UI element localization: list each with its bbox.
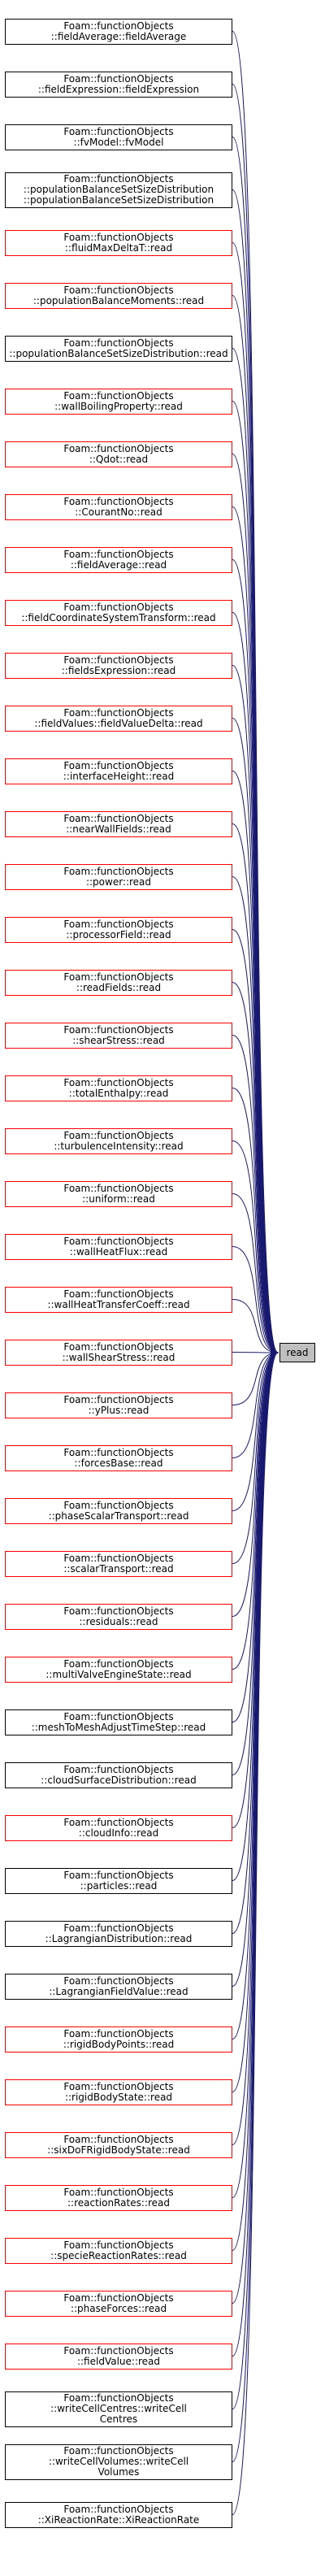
call-edge <box>232 1349 279 1458</box>
call-edge <box>232 1349 279 1564</box>
caller-node[interactable]: Foam::functionObjects ::populationBalanc… <box>5 172 232 208</box>
caller-node[interactable]: Foam::functionObjects ::wallHeatTransfer… <box>5 1286 232 1313</box>
caller-node[interactable]: Foam::functionObjects ::readFields::read <box>5 969 232 996</box>
caller-node[interactable]: Foam::functionObjects ::scalarTransport:… <box>5 1550 232 1577</box>
caller-node[interactable]: Foam::functionObjects ::specieReactionRa… <box>5 2237 232 2264</box>
caller-node[interactable]: Foam::functionObjects ::CourantNo::read <box>5 493 232 520</box>
call-edge <box>232 1349 279 1670</box>
call-edge <box>232 1349 279 1775</box>
caller-node[interactable]: Foam::functionObjects ::writeCellVolumes… <box>5 2444 232 2480</box>
call-edge <box>232 771 279 1356</box>
caller-node[interactable]: Foam::functionObjects ::cloudInfo::read <box>5 1814 232 1841</box>
call-edge <box>232 1299 279 1356</box>
caller-node[interactable]: Foam::functionObjects ::uniform::read <box>5 1180 232 1207</box>
call-edge <box>232 1349 279 1881</box>
caller-node[interactable]: Foam::functionObjects ::wallBoilingPrope… <box>5 388 232 415</box>
caller-node[interactable]: Foam::functionObjects ::forcesBase::read <box>5 1444 232 1471</box>
call-edge <box>232 1349 279 1405</box>
caller-node[interactable]: Foam::functionObjects ::cloudSurfaceDist… <box>5 1761 232 1788</box>
caller-node[interactable]: Foam::functionObjects ::fieldAverage::fi… <box>5 18 232 45</box>
call-edge <box>232 876 279 1356</box>
caller-node[interactable]: Foam::functionObjects ::fieldValues::fie… <box>5 705 232 732</box>
caller-node[interactable]: Foam::functionObjects ::meshToMeshAdjust… <box>5 1709 232 1735</box>
caller-node[interactable]: Foam::functionObjects ::shearStress::rea… <box>5 1022 232 1049</box>
call-edge <box>232 1349 279 1511</box>
caller-node[interactable]: Foam::functionObjects ::reactionRates::r… <box>5 2184 232 2211</box>
call-edge <box>232 1140 279 1356</box>
caller-node[interactable]: Foam::functionObjects ::LagrangianDistri… <box>5 1920 232 1947</box>
caller-node[interactable]: Foam::functionObjects ::residuals::read <box>5 1603 232 1630</box>
call-edge <box>232 1349 279 1828</box>
caller-node[interactable]: Foam::functionObjects ::rigidBodyState::… <box>5 2079 232 2105</box>
caller-node[interactable]: Foam::functionObjects ::interfaceHeight:… <box>5 758 232 784</box>
caller-node[interactable]: Foam::functionObjects ::Qdot::read <box>5 441 232 467</box>
caller-node[interactable]: Foam::functionObjects ::XiReactionRate::… <box>5 2501 232 2528</box>
caller-node[interactable]: Foam::functionObjects ::turbulenceIntens… <box>5 1127 232 1154</box>
caller-node[interactable]: Foam::functionObjects ::yPlus::read <box>5 1392 232 1418</box>
call-edge <box>232 1349 279 2515</box>
caller-node[interactable]: Foam::functionObjects ::fieldValue::read <box>5 2343 232 2370</box>
caller-node[interactable]: Foam::functionObjects ::fluidMaxDeltaT::… <box>5 229 232 256</box>
call-edge <box>232 823 279 1356</box>
caller-node[interactable]: Foam::functionObjects ::populationBalanc… <box>5 282 232 309</box>
call-edge <box>232 1035 279 1356</box>
caller-node[interactable]: Foam::functionObjects ::fvModel::fvModel <box>5 124 232 150</box>
caller-node[interactable]: Foam::functionObjects ::wallHeatFlux::re… <box>5 1233 232 1260</box>
caller-node[interactable]: Foam::functionObjects ::nearWallFields::… <box>5 810 232 837</box>
caller-node[interactable]: Foam::functionObjects ::fieldCoordinateS… <box>5 599 232 626</box>
call-edge <box>232 1088 279 1356</box>
caller-node[interactable]: Foam::functionObjects ::writeCellCentres… <box>5 2391 232 2427</box>
caller-node[interactable]: Foam::functionObjects ::particles::read <box>5 1867 232 1894</box>
caller-node[interactable]: Foam::functionObjects ::wallShearStress:… <box>5 1339 232 1366</box>
call-edge <box>232 718 279 1356</box>
caller-node[interactable]: Foam::functionObjects ::LagrangianFieldV… <box>5 1973 232 2000</box>
call-edge <box>232 982 279 1356</box>
call-edge <box>232 1193 279 1356</box>
caller-node[interactable]: Foam::functionObjects ::fieldAverage::re… <box>5 546 232 573</box>
call-edge <box>232 1349 279 1722</box>
caller-node[interactable]: Foam::functionObjects ::rigidBodyPoints:… <box>5 2026 232 2053</box>
call-edge <box>232 1349 279 1934</box>
caller-node[interactable]: Foam::functionObjects ::fieldsExpression… <box>5 652 232 679</box>
caller-node[interactable]: Foam::functionObjects ::phaseScalarTrans… <box>5 1497 232 1524</box>
read-function-node: read <box>280 1343 315 1362</box>
call-edge <box>232 929 279 1356</box>
caller-node[interactable]: Foam::functionObjects ::populationBalanc… <box>5 335 232 362</box>
caller-node[interactable]: Foam::functionObjects ::power::read <box>5 863 232 890</box>
caller-node[interactable]: Foam::functionObjects ::totalEnthalpy::r… <box>5 1075 232 1101</box>
call-edge <box>232 1349 279 1617</box>
caller-node[interactable]: Foam::functionObjects ::phaseForces::rea… <box>5 2290 232 2317</box>
call-edges <box>232 31 279 2515</box>
caller-node[interactable]: Foam::functionObjects ::processorField::… <box>5 916 232 943</box>
caller-node[interactable]: Foam::functionObjects ::fieldExpression:… <box>5 71 232 98</box>
caller-node[interactable]: Foam::functionObjects ::sixDoFRigidBodyS… <box>5 2131 232 2158</box>
call-edge <box>232 1246 279 1356</box>
caller-node[interactable]: Foam::functionObjects ::multiValveEngine… <box>5 1656 232 1683</box>
